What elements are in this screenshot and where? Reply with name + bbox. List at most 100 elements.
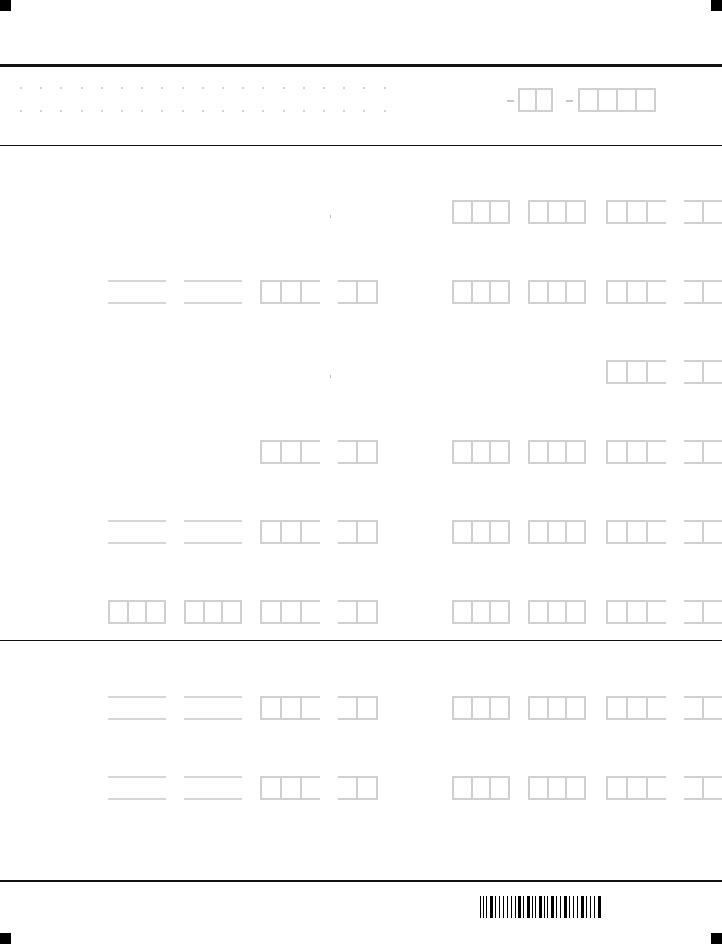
digit-cell[interactable] [358,778,376,798]
digit-cell[interactable] [338,522,358,542]
digit-cell[interactable] [608,202,628,222]
digit-cell[interactable] [608,522,628,542]
digit-cell[interactable] [491,522,508,542]
digit-cell[interactable] [580,90,599,110]
right-field-4[interactable] [684,776,722,800]
digit-cell[interactable] [473,442,492,462]
digit-cell[interactable] [608,442,628,462]
digit-cell[interactable] [704,362,722,382]
digit-cell[interactable] [704,698,722,718]
right-field-1[interactable] [452,520,510,544]
left-field-2-line-entry[interactable] [184,520,242,544]
digit-cell[interactable] [282,602,302,622]
digit-cell[interactable] [338,442,358,462]
digit-cell[interactable] [491,442,508,462]
digit-cell[interactable] [302,602,320,622]
digit-cell[interactable] [186,602,205,622]
left-field-3[interactable] [260,600,320,624]
right-field-3[interactable] [606,776,666,800]
left-field-4[interactable] [338,520,378,544]
digit-cell[interactable] [567,202,584,222]
digit-cell[interactable] [608,282,628,302]
id-segment-1[interactable] [518,88,553,112]
digit-cell[interactable] [473,602,492,622]
digit-cell[interactable] [704,778,722,798]
digit-cell[interactable] [262,522,282,542]
digit-cell[interactable] [530,698,549,718]
digit-cell[interactable] [628,778,648,798]
left-field-4[interactable] [338,776,378,800]
digit-cell[interactable] [491,778,508,798]
digit-cell[interactable] [110,602,129,622]
right-field-4[interactable] [684,280,722,304]
right-field-4[interactable] [684,360,722,384]
digit-cell[interactable] [129,602,148,622]
digit-cell[interactable] [302,282,320,302]
right-field-3[interactable] [606,200,666,224]
digit-cell[interactable] [530,202,549,222]
digit-cell[interactable] [628,362,648,382]
right-field-4[interactable] [684,520,722,544]
right-field-1[interactable] [452,440,510,464]
right-field-3[interactable] [606,440,666,464]
right-field-2[interactable] [528,440,586,464]
digit-cell[interactable] [684,602,704,622]
left-field-1-line-entry[interactable] [108,776,166,800]
digit-cell[interactable] [608,698,628,718]
digit-cell[interactable] [530,778,549,798]
digit-cell[interactable] [491,282,508,302]
digit-cell[interactable] [262,282,282,302]
digit-cell[interactable] [567,698,584,718]
digit-cell[interactable] [549,282,568,302]
left-field-3[interactable] [260,520,320,544]
left-field-3[interactable] [260,280,320,304]
left-field-2[interactable] [184,600,242,624]
digit-cell[interactable] [549,442,568,462]
digit-cell[interactable] [684,698,704,718]
left-field-1-line-entry[interactable] [108,696,166,720]
digit-cell[interactable] [608,602,628,622]
right-field-3[interactable] [606,280,666,304]
digit-cell[interactable] [567,778,584,798]
digit-cell[interactable] [262,698,282,718]
digit-cell[interactable] [302,442,320,462]
digit-cell[interactable] [648,442,666,462]
digit-cell[interactable] [262,602,282,622]
right-field-4[interactable] [684,696,722,720]
digit-cell[interactable] [628,282,648,302]
digit-cell[interactable] [454,202,473,222]
digit-cell[interactable] [530,282,549,302]
left-field-4[interactable] [338,280,378,304]
digit-cell[interactable] [282,442,302,462]
digit-cell[interactable] [282,282,302,302]
digit-cell[interactable] [262,778,282,798]
right-field-2[interactable] [528,280,586,304]
right-field-1[interactable] [452,200,510,224]
right-field-3[interactable] [606,600,666,624]
digit-cell[interactable] [704,442,722,462]
digit-cell[interactable] [338,602,358,622]
digit-cell[interactable] [704,282,722,302]
right-field-3[interactable] [606,520,666,544]
digit-cell[interactable] [454,778,473,798]
digit-cell[interactable] [358,602,376,622]
digit-cell[interactable] [567,602,584,622]
digit-cell[interactable] [648,202,666,222]
digit-cell[interactable] [205,602,224,622]
digit-cell[interactable] [302,698,320,718]
digit-cell[interactable] [530,602,549,622]
digit-cell[interactable] [628,202,648,222]
digit-cell[interactable] [358,698,376,718]
digit-cell[interactable] [223,602,240,622]
digit-cell[interactable] [704,602,722,622]
digit-cell[interactable] [262,442,282,462]
digit-cell[interactable] [618,90,637,110]
digit-cell[interactable] [530,442,549,462]
digit-cell[interactable] [338,282,358,302]
digit-cell[interactable] [549,602,568,622]
digit-cell[interactable] [473,282,492,302]
digit-cell[interactable] [491,602,508,622]
digit-cell[interactable] [473,778,492,798]
digit-cell[interactable] [549,202,568,222]
digit-cell[interactable] [684,442,704,462]
